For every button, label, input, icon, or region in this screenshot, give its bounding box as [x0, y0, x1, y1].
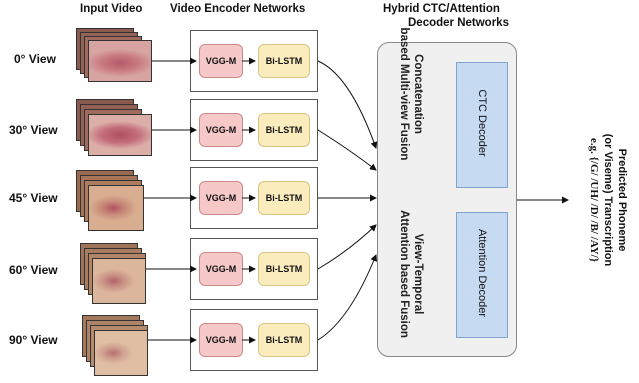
encoder-header: Video Encoder Networks — [170, 3, 306, 15]
bi-lstm-block: Bi-LSTM — [258, 323, 310, 357]
output-label-line1: Predicted Phoneme — [616, 148, 628, 252]
concat-fusion-label-line1: Concatenation — [412, 54, 424, 134]
bi-lstm-block: Bi-LSTM — [258, 252, 310, 286]
view-label-30: 30° View — [9, 123, 58, 137]
view-label-45: 45° View — [9, 191, 58, 205]
attention-decoder-label: Attention Decoder — [476, 228, 488, 318]
view-label-90: 90° View — [9, 333, 58, 347]
decoder-header-line2: Decoder Networks — [408, 17, 509, 29]
ctc-decoder-box — [456, 62, 508, 188]
encoder-block-90: VGG-M Bi-LSTM — [190, 309, 318, 371]
lip-frame-90 — [94, 330, 148, 376]
lip-frame-0 — [88, 40, 152, 82]
lip-frame-60 — [92, 258, 146, 304]
arrow-encoder-30 — [317, 129, 377, 171]
encoder-block-45: VGG-M Bi-LSTM — [190, 167, 318, 229]
vt-fusion-label-line1: View-Temporal — [412, 233, 424, 315]
bi-lstm-block: Bi-LSTM — [258, 44, 310, 78]
encoder-block-60: VGG-M Bi-LSTM — [190, 238, 318, 300]
decoder-header-line1: Hybrid CTC/Attention — [383, 3, 500, 15]
output-label-line3: e.g. {/G/ /UH/ /D/ /B/ /AY/} — [588, 137, 600, 263]
ctc-decoder-label: CTC Decoder — [476, 89, 488, 157]
bi-lstm-block: Bi-LSTM — [258, 181, 310, 215]
lip-frame-30 — [88, 114, 152, 156]
arrow-encoder-90 — [317, 254, 378, 341]
vgg-m-block: VGG-M — [199, 181, 243, 215]
vgg-m-block: VGG-M — [199, 252, 243, 286]
vt-fusion-label-line2: Attention based Fusion — [398, 210, 410, 338]
concat-fusion-label-line2: based Multi-view Fusion — [398, 27, 410, 161]
arrow-encoder-60 — [317, 224, 377, 270]
lip-frame-45 — [88, 185, 144, 231]
attention-decoder-box — [456, 212, 508, 338]
view-label-60: 60° View — [9, 263, 58, 277]
input-video-header: Input Video — [80, 3, 143, 15]
arrow-encoder-0 — [317, 60, 378, 149]
view-label-0: 0° View — [14, 52, 56, 66]
bi-lstm-block: Bi-LSTM — [258, 113, 310, 147]
output-label-line2: (or Viseme) Transcription — [602, 133, 614, 267]
vgg-m-block: VGG-M — [199, 323, 243, 357]
